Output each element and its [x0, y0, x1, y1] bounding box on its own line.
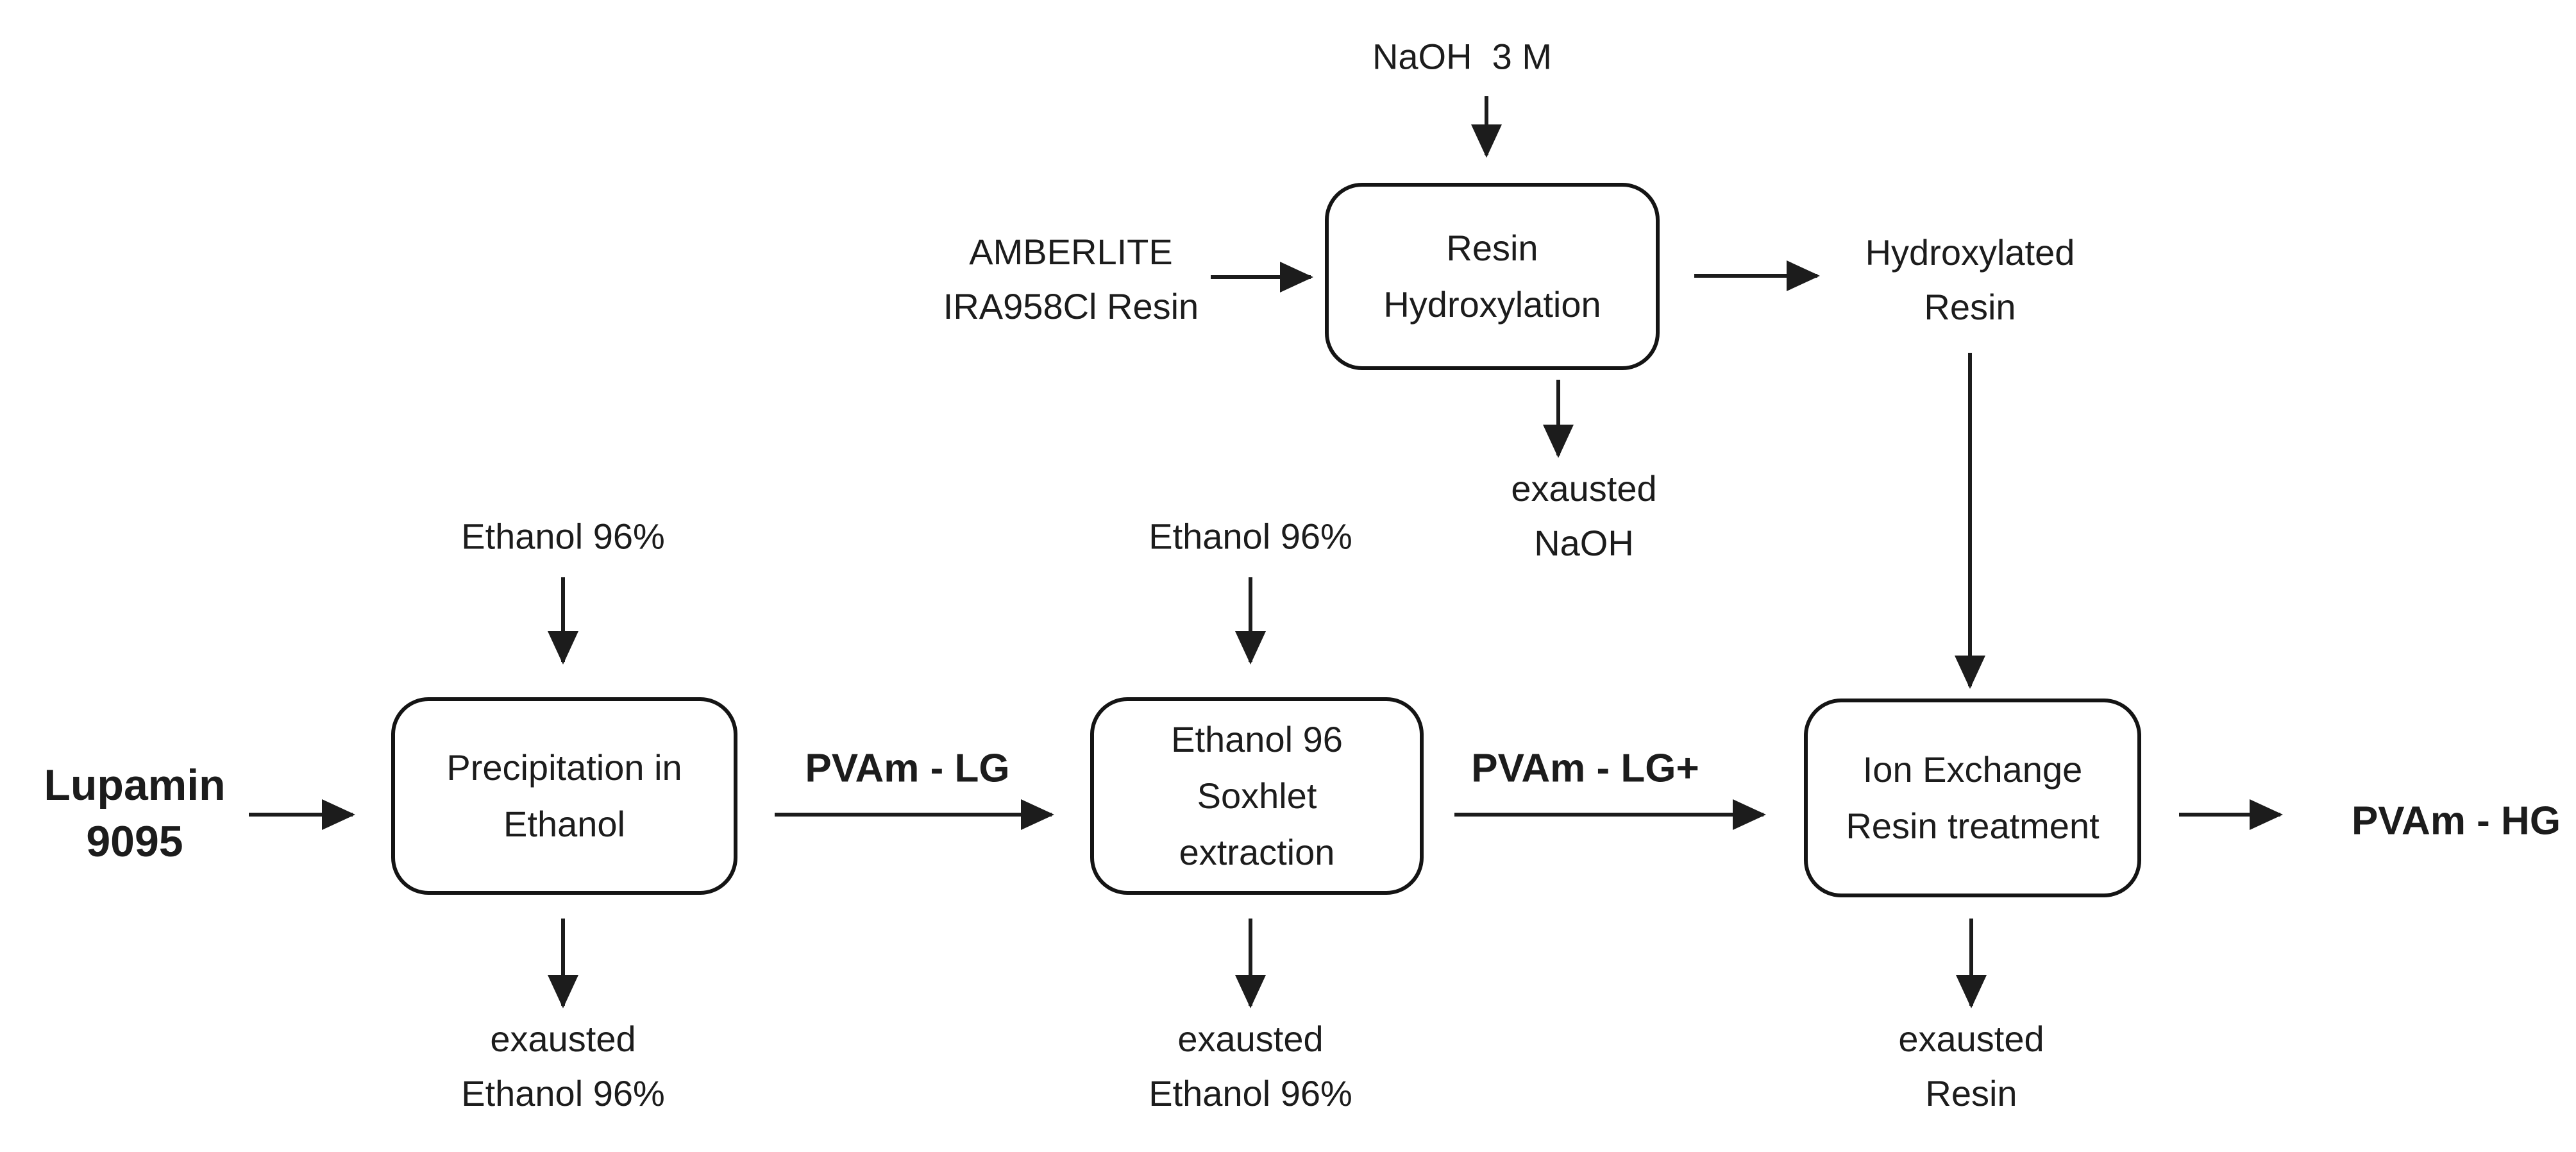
node-soxhlet-extraction: Ethanol 96 Soxhlet extraction [1090, 697, 1424, 895]
label-naoh-3m: NaOH 3 M [1372, 30, 1552, 84]
label-ethanol-above-soxhlet: Ethanol 96% [1149, 509, 1352, 564]
label-exausted-ethanol-precipitation: exausted Ethanol 96% [461, 1012, 665, 1121]
label-pvam-lg-plus-text: PVAm - LG+ [1471, 746, 1699, 791]
label-exausted-ethanol-precipitation-line2: Ethanol 96% [461, 1073, 665, 1114]
label-exausted-ethanol-soxhlet-line1: exausted [1177, 1019, 1324, 1059]
node-resin-hydroxylation-line1: Resin [1446, 228, 1538, 268]
label-lupamin-line1: Lupamin [44, 761, 226, 809]
node-resin-hydroxylation-line2: Hydroxylation [1383, 284, 1601, 325]
label-naoh-3m-text: NaOH 3 M [1372, 36, 1553, 77]
node-soxhlet-line1: Ethanol 96 [1171, 719, 1343, 759]
node-precipitation-line2: Ethanol [503, 804, 625, 844]
label-lupamin-9095: Lupamin 9095 [44, 757, 225, 870]
label-pvam-hg: PVAm - HG [2352, 794, 2561, 849]
label-amberlite-line2: IRA958Cl Resin [943, 286, 1199, 326]
label-exausted-resin: exausted Resin [1898, 1012, 2044, 1121]
node-ion-exchange-line1: Ion Exchange [1862, 749, 2083, 790]
label-exausted-resin-line2: Resin [1925, 1073, 2017, 1114]
label-amberlite-line1: AMBERLITE [969, 232, 1173, 272]
label-pvam-lg-plus: PVAm - LG+ [1471, 741, 1699, 796]
label-exausted-ethanol-soxhlet: exausted Ethanol 96% [1149, 1012, 1352, 1121]
node-precipitation-line1: Precipitation in [446, 747, 682, 788]
node-soxhlet-line2: Soxhlet [1197, 775, 1317, 816]
node-precipitation-in-ethanol: Precipitation in Ethanol [391, 697, 737, 895]
node-ion-exchange-resin-treatment: Ion Exchange Resin treatment [1804, 699, 2141, 897]
label-lupamin-line2: 9095 [86, 817, 183, 866]
label-hydroxylated-resin: Hydroxylated Resin [1865, 225, 2075, 334]
label-ethanol-above-precipitation: Ethanol 96% [461, 509, 665, 564]
label-ethanol-above-soxhlet-text: Ethanol 96% [1149, 516, 1352, 557]
label-exausted-ethanol-precipitation-line1: exausted [490, 1019, 636, 1059]
label-hydroxylated-resin-line1: Hydroxylated [1865, 232, 2075, 273]
node-soxhlet-line3: extraction [1179, 832, 1335, 872]
label-exausted-naoh-line2: NaOH [1534, 523, 1634, 563]
node-ion-exchange-line2: Resin treatment [1846, 806, 2100, 846]
label-exausted-resin-line1: exausted [1898, 1019, 2044, 1059]
node-resin-hydroxylation: Resin Hydroxylation [1325, 183, 1660, 370]
label-exausted-naoh: exausted NaOH [1511, 461, 1656, 570]
label-exausted-naoh-line1: exausted [1511, 468, 1657, 509]
label-hydroxylated-resin-line2: Resin [1924, 287, 2016, 327]
label-pvam-lg: PVAm - LG [805, 741, 1009, 796]
label-pvam-hg-text: PVAm - HG [2351, 799, 2561, 843]
label-pvam-lg-text: PVAm - LG [805, 746, 1010, 791]
label-exausted-ethanol-soxhlet-line2: Ethanol 96% [1149, 1073, 1352, 1114]
label-ethanol-above-precipitation-text: Ethanol 96% [461, 516, 665, 557]
label-amberlite-resin: AMBERLITE IRA958Cl Resin [943, 224, 1199, 334]
